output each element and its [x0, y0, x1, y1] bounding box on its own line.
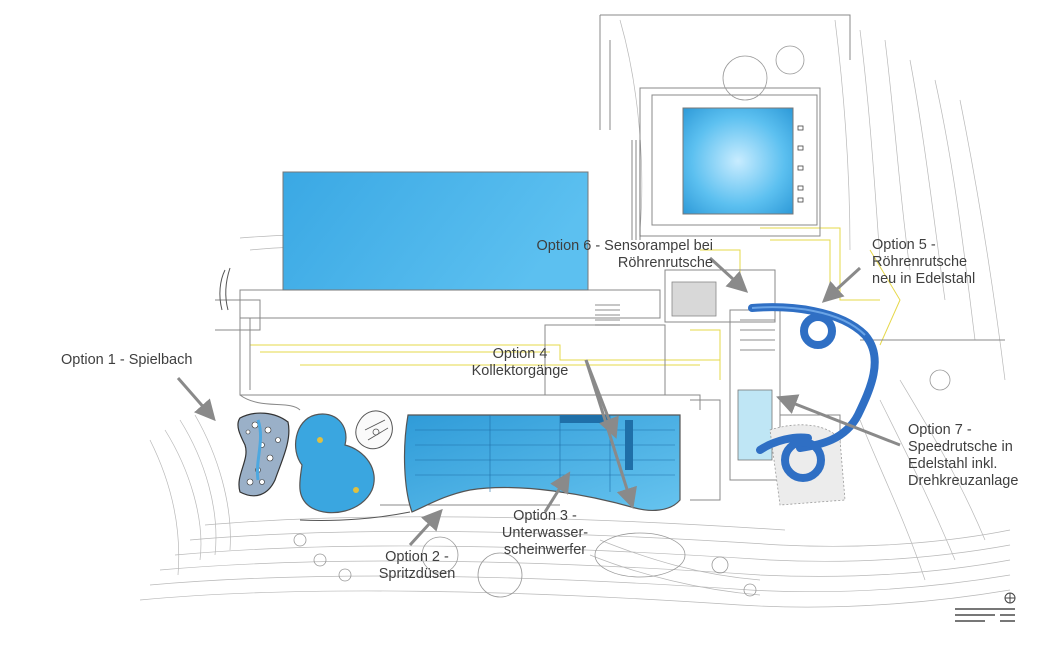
label-option-3: Option 3 - Unterwasser- scheinwerfer — [501, 508, 589, 558]
slide-platform — [671, 281, 717, 317]
trees — [293, 45, 951, 598]
diving-pool-markers — [797, 125, 804, 203]
kids-pool-feature — [353, 487, 359, 493]
label-option-1: Option 1 - Spielbach — [61, 352, 193, 368]
fountain-island-detail — [364, 419, 389, 441]
stairs — [595, 140, 775, 351]
north-arrow-icon — [1004, 592, 1016, 604]
utility-lines — [250, 227, 901, 380]
label-option-4: Option 4 Kollektorgänge — [471, 346, 569, 379]
play-stream — [237, 412, 290, 497]
fence — [219, 267, 411, 522]
building-outlines — [215, 14, 1005, 506]
sports-pool — [282, 171, 589, 291]
slide-highlight — [751, 306, 866, 336]
kids-pool-feature — [317, 437, 323, 443]
label-option-6: Option 6 - Sensorampel bei Röhrenrutsche — [536, 238, 713, 271]
label-option-2: Option 2 - Spritzdüsen — [378, 549, 456, 582]
contour-lines — [139, 19, 1011, 608]
label-option-5: Option 5 - Röhrenrutsche neu in Edelstah… — [872, 237, 976, 287]
speed-slide — [756, 433, 825, 482]
label-option-7: Option 7 - Speedrutsche in Edelstahl ink… — [908, 422, 1019, 489]
diving-pool — [682, 107, 794, 215]
play-stream-water — [255, 419, 263, 481]
leisure-pool — [403, 414, 681, 513]
callout-arrows — [176, 256, 901, 547]
title-block — [955, 608, 1015, 622]
leisure-pool-seats — [560, 415, 633, 470]
